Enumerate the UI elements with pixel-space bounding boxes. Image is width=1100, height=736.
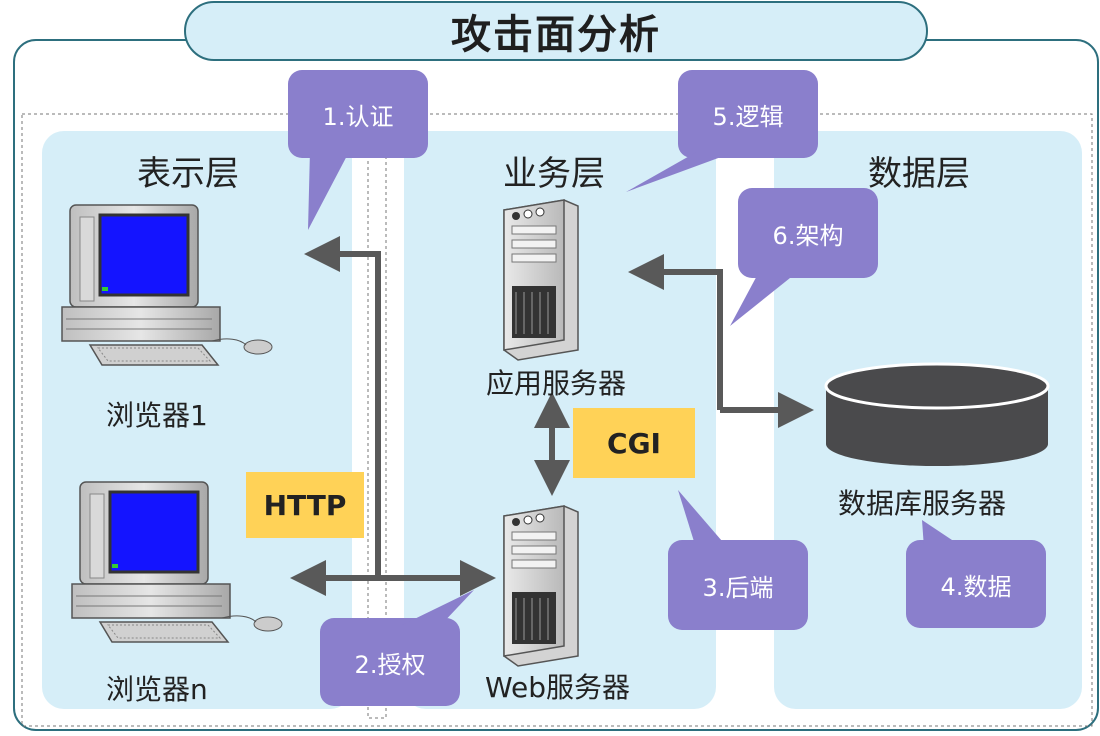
label-web-server: Web服务器: [485, 671, 631, 704]
callout-text-logic: 5.逻辑: [712, 102, 784, 131]
layer-title-presentation: 表示层: [137, 154, 239, 194]
label-browser1: 浏览器1: [106, 399, 208, 432]
layer-title-business: 业务层: [503, 154, 605, 194]
callout-bubble-arch: [730, 188, 878, 326]
database-icon: [824, 362, 1050, 466]
computer-icon-browser-n: [71, 481, 283, 643]
page-title: 攻击面分析: [451, 12, 661, 58]
callout-text-backend: 3.后端: [702, 573, 774, 602]
label-app-server: 应用服务器: [486, 367, 627, 400]
callout-bubble-authorization: [320, 590, 474, 706]
callout-bubble-data: [906, 520, 1046, 628]
server-icon-app: [503, 199, 579, 361]
label-browser-n: 浏览器n: [106, 673, 208, 706]
server-icon-web: [503, 505, 579, 667]
computer-icon-browser1: [61, 204, 273, 366]
label-db-server: 数据库服务器: [838, 487, 1007, 520]
callout-text-data: 4.数据: [940, 572, 1012, 601]
callout-text-auth: 1.认证: [322, 102, 394, 131]
callout-bubble-logic: [626, 70, 818, 192]
callout-text-arch: 6.架构: [772, 221, 844, 250]
title-banner: [184, 1, 928, 61]
callout-bubble-backend: [668, 490, 808, 630]
layer-title-data: 数据层: [868, 154, 970, 194]
dotted-boundary-outer: [21, 113, 1093, 727]
callout-bubble-auth: [288, 70, 428, 230]
arrow-to-app-server: [628, 254, 723, 410]
protocol-box-cgi: CGI: [573, 408, 695, 478]
protocol-box-http: HTTP: [246, 472, 364, 538]
callout-text-authorization: 2.授权: [354, 650, 426, 679]
arrow-to-browser1: [304, 236, 381, 578]
